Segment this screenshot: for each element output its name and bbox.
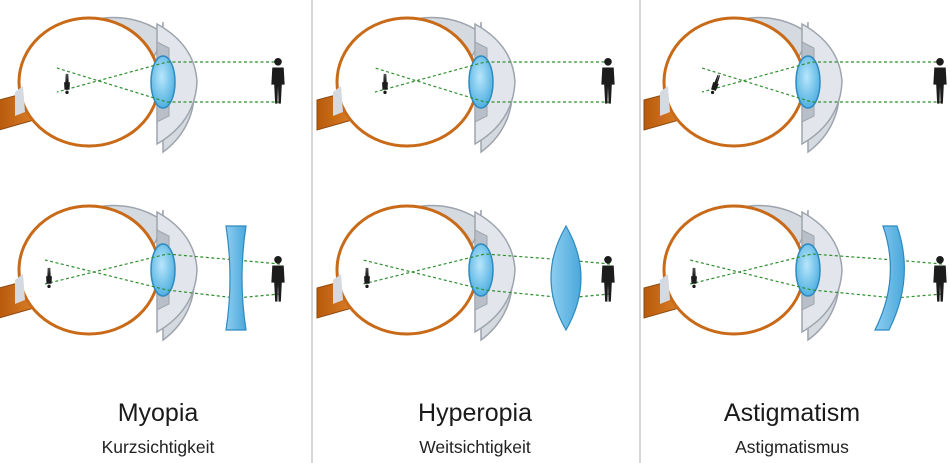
ray-lower [56, 67, 280, 103]
eyeball [662, 16, 806, 148]
eye [316, 16, 516, 154]
person-figure [46, 267, 52, 288]
nerve-entry [660, 86, 670, 116]
person-figure [601, 256, 615, 302]
person-figure [601, 58, 615, 104]
crystalline-lens [795, 243, 821, 297]
nerve-entry [15, 274, 25, 304]
eyeball [17, 204, 161, 336]
person-figure [710, 74, 721, 95]
eyeball [662, 204, 806, 336]
nerve-entry [660, 274, 670, 304]
eye [643, 16, 843, 154]
person-figure [382, 73, 388, 94]
ray-upper [689, 253, 943, 285]
eye [316, 204, 516, 342]
person-figure [933, 256, 947, 302]
eye [643, 204, 843, 342]
hyperopia-title: Hyperopia [418, 399, 532, 427]
eyeball [335, 204, 479, 336]
crystalline-lens [795, 55, 821, 109]
ray-upper [44, 253, 281, 285]
concave-corrective-lens [225, 225, 247, 331]
crystalline-lens [468, 55, 494, 109]
eye [0, 204, 198, 342]
ray-upper [701, 61, 942, 93]
person-figure [933, 58, 947, 104]
person-figure [364, 267, 370, 288]
ray-upper [56, 61, 280, 93]
person-figure [271, 58, 285, 104]
ray-upper [362, 253, 611, 285]
eye [0, 16, 198, 154]
crystalline-lens [150, 55, 176, 109]
person-figure [691, 267, 697, 288]
nerve-entry [333, 274, 343, 304]
astigmatism-title: Astigmatism [723, 399, 861, 427]
person-figure [64, 73, 70, 94]
eyeball [17, 16, 161, 148]
nerve-entry [15, 86, 25, 116]
crystalline-lens [150, 243, 176, 297]
myopia-subtitle: Kurzsichtigkeit [101, 437, 215, 457]
myopia-title: Myopia [117, 399, 199, 427]
hyperopia-subtitle: Weitsichtigkeit [419, 437, 531, 457]
cylindrical-corrective-lens [874, 225, 905, 331]
astigmatism-subtitle: Astigmatismus [735, 437, 849, 457]
ray-lower [362, 259, 611, 299]
nerve-entry [333, 86, 343, 116]
person-figure [271, 256, 285, 302]
eyeball [335, 16, 479, 148]
ray-lower [44, 259, 281, 299]
crystalline-lens [468, 243, 494, 297]
ray-lower [689, 259, 943, 299]
convex-corrective-lens [550, 224, 582, 332]
